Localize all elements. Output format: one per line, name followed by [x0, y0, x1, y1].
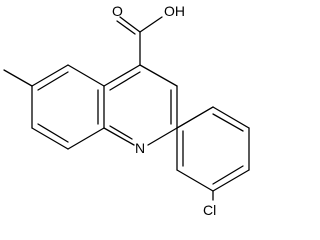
bond-c5-c6-inner — [37, 71, 69, 91]
bond-c7-c8 — [31, 127, 69, 150]
bonds — [3, 16, 250, 201]
bond-aryl-c3-c4-inner — [212, 165, 244, 185]
chemical-structure: OH O N Cl — [3, 3, 250, 218]
bond-carboxyl-oh — [139, 16, 163, 33]
bond-c2-n1 — [147, 127, 178, 146]
bond-n1-c8a-inner — [109, 125, 133, 140]
bond-aryl-c6-c1 — [176, 106, 214, 129]
atom-label-cl: Cl — [203, 202, 216, 218]
bond-c8-c8a — [67, 127, 105, 150]
bond-c4-c3 — [139, 64, 178, 87]
bond-aryl-c3-c4 — [212, 169, 250, 192]
bond-c5-c6 — [31, 64, 69, 87]
bond-c6-methyl — [3, 69, 33, 87]
bond-carbonyl-inner — [116, 20, 136, 35]
bond-c4a-c5 — [67, 64, 105, 87]
bond-aryl-c1-c2-inner — [212, 113, 244, 132]
bond-aryl-c1-c2 — [212, 106, 250, 129]
atom-label-oh: OH — [164, 3, 185, 19]
atom-label-n: N — [135, 140, 145, 156]
bond-aryl-c4-c5 — [176, 169, 214, 192]
atom-label-o: O — [112, 3, 123, 19]
bond-c4a-c4-inner — [109, 71, 141, 91]
bond-carbonyl-outer — [119, 16, 141, 33]
bond-n1-c8a — [103, 127, 135, 146]
bond-c7-c8-inner — [37, 123, 69, 143]
bond-c4a-c4 — [103, 64, 141, 87]
atom-labels: OH O N Cl — [112, 3, 216, 218]
